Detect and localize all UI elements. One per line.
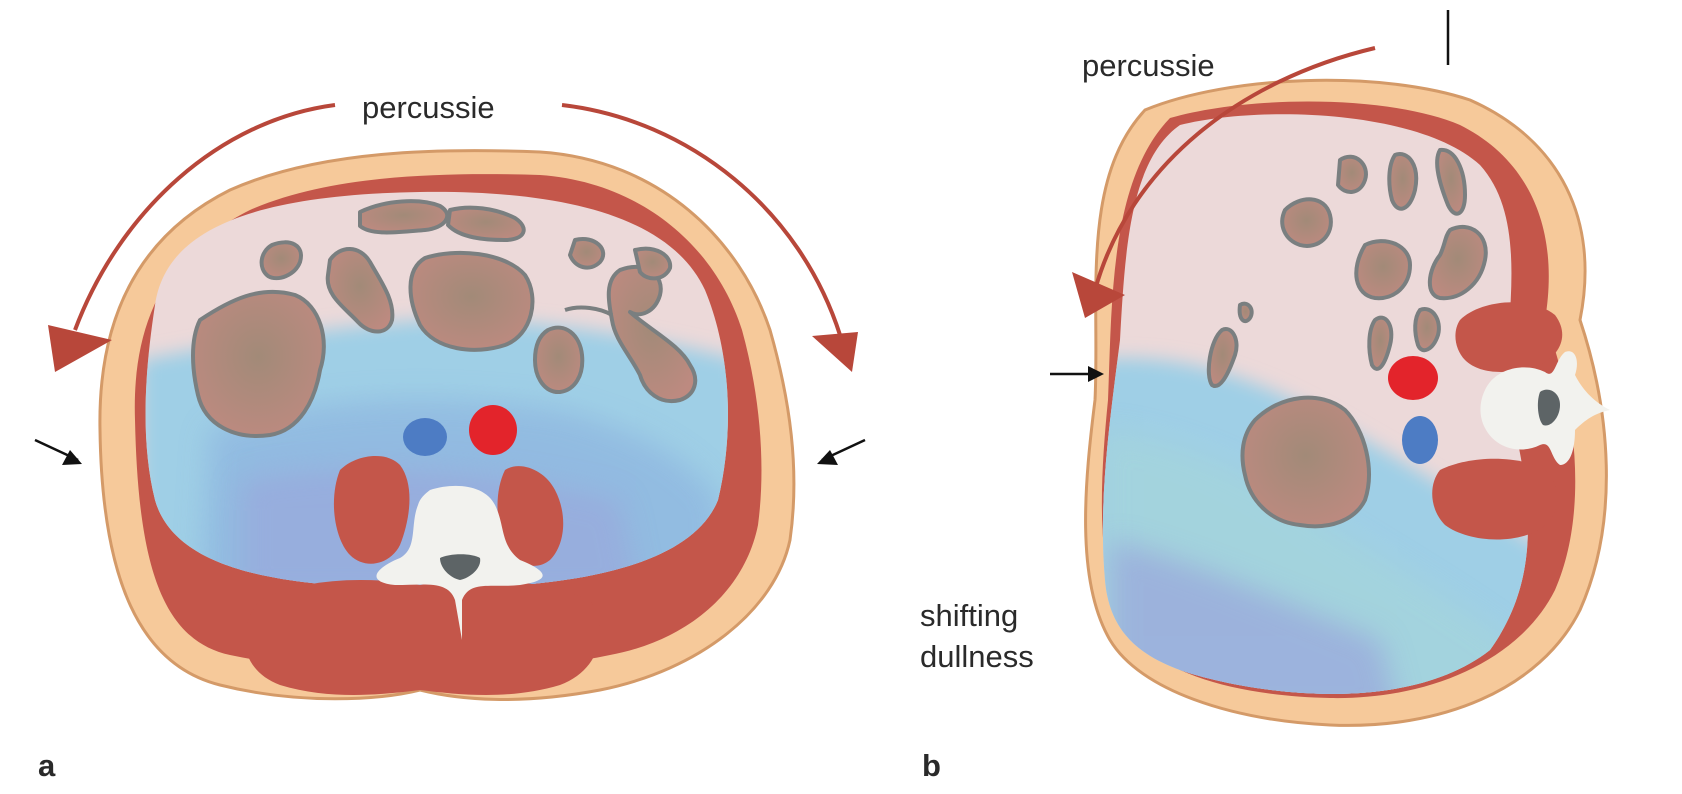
panel-b-shifting-label-line2: dullness <box>920 639 1034 674</box>
panel-a-bowel-loops <box>191 199 698 438</box>
panel-b-shifting-label-line1: shifting <box>920 598 1019 633</box>
panel-a-aorta <box>469 405 517 455</box>
panel-a-fluid-level-arrow-right <box>817 438 866 465</box>
panel-a-fluid-level-arrow-left <box>34 438 82 465</box>
panel-b-bowel-loops <box>1206 147 1488 529</box>
panel-a-percussion-arrowhead-right <box>812 332 858 372</box>
panel-a-percussion-arrow-left <box>73 103 336 331</box>
panel-a-cross-section <box>34 103 866 701</box>
panel-b-psoas-upper <box>1455 302 1563 372</box>
panel-b-percussion-arrowhead <box>1072 272 1125 318</box>
panel-b-spinal-canal <box>1537 389 1560 426</box>
panel-b-aorta <box>1388 356 1438 400</box>
panel-b-psoas-lower <box>1432 458 1558 540</box>
panel-a-right-psoas <box>497 466 564 566</box>
panel-a-percussion-label: percussie <box>362 90 495 125</box>
panel-a-back-muscles <box>244 580 601 695</box>
panel-b-percussion-label: percussie <box>1082 48 1215 83</box>
panel-a-left-psoas <box>333 455 410 564</box>
panel-a-vena-cava <box>403 418 447 456</box>
panel-b-fluid-level-arrow <box>1050 366 1104 382</box>
panel-b-ascitic-fluid <box>1102 358 1528 694</box>
panel-b-percussion-arrow <box>1093 46 1376 291</box>
panel-a-percussion-arrowhead-left <box>48 325 112 372</box>
panel-b-letter: b <box>922 748 941 783</box>
panel-b-vena-cava <box>1402 416 1438 464</box>
panel-a-letter: a <box>38 748 56 783</box>
panel-a-percussion-arrow-right <box>561 103 842 336</box>
panel-b-cross-section <box>1050 10 1610 727</box>
panel-a-spinal-canal <box>440 554 481 580</box>
